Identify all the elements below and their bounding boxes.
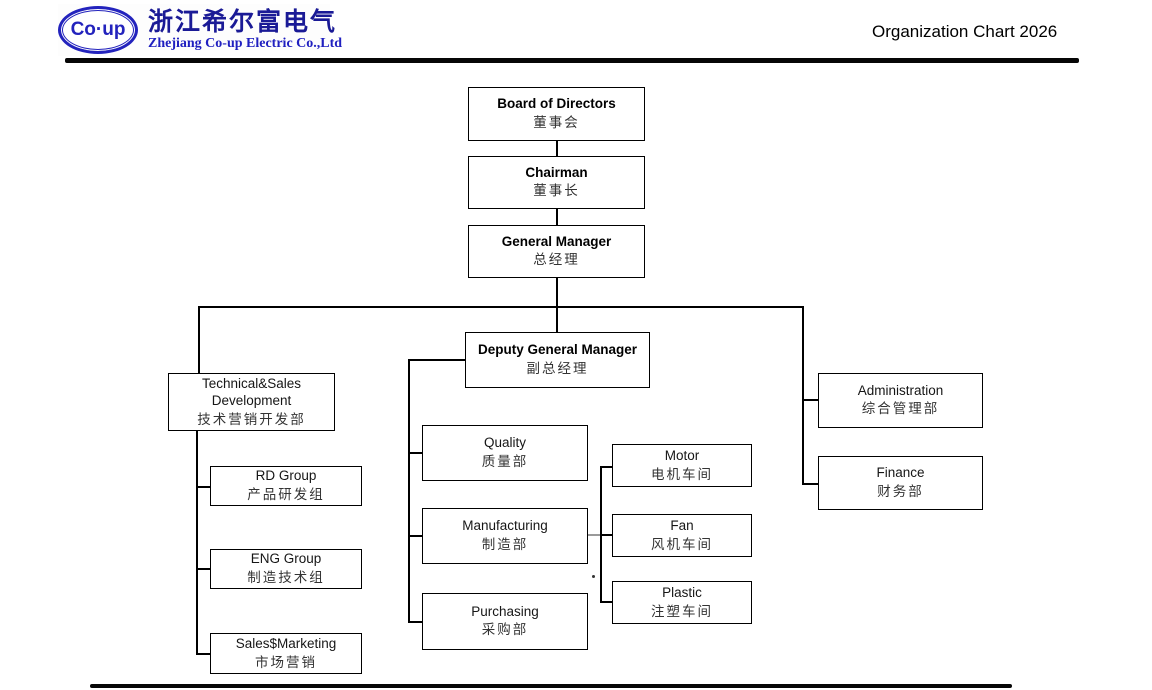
connector-main-spine — [198, 306, 804, 308]
connector-stub-motor — [600, 466, 612, 468]
node-label-cn: 综合管理部 — [861, 401, 940, 417]
node-label-en: Finance — [876, 465, 925, 481]
node-label-en: Purchasing — [471, 603, 539, 619]
org-node-quality: Quality 质量部 — [422, 425, 588, 481]
company-logo: Co·up 浙江希尔富电气 Zhejiang Co-up Electric Co… — [58, 4, 342, 56]
header-divider — [65, 58, 1079, 63]
connector-board-chairman — [556, 141, 558, 156]
org-node-deputy-general-manager: Deputy General Manager 副总经理 — [465, 332, 650, 388]
page-title: Organization Chart 2026 — [872, 22, 1058, 41]
node-label-cn: 质量部 — [481, 453, 529, 469]
org-node-technical-sales-development: Technical&Sales Development 技术营销开发部 — [168, 373, 335, 431]
node-label-en: Board of Directors — [497, 96, 616, 112]
node-label-cn: 采购部 — [481, 622, 529, 638]
node-label-cn: 市场营销 — [255, 654, 317, 670]
org-node-fan: Fan 风机车间 — [612, 514, 752, 557]
org-node-chairman: Chairman 董事长 — [468, 156, 645, 209]
org-node-board-of-directors: Board of Directors 董事会 — [468, 87, 645, 141]
org-node-sales-marketing: Sales$Marketing 市场营销 — [210, 633, 362, 674]
connector-stub-eng-group — [196, 568, 210, 570]
node-label-en: ENG Group — [250, 551, 322, 567]
node-label-cn: 总经理 — [533, 252, 580, 268]
org-node-motor: Motor 电机车间 — [612, 444, 752, 487]
connector-stub-manufacturing — [408, 535, 422, 537]
node-label-cn: 财务部 — [877, 483, 924, 499]
node-label-cn: 技术营销开发部 — [197, 411, 306, 427]
node-label-cn: 电机车间 — [651, 466, 713, 482]
connector-stub-purchasing — [408, 621, 422, 623]
connector-stub-fan — [600, 534, 612, 536]
org-node-eng-group: ENG Group 制造技术组 — [210, 549, 362, 589]
logo-text: 浙江希尔富电气 Zhejiang Co-up Electric Co.,Ltd — [148, 7, 343, 52]
node-label-cn: 注塑车间 — [651, 603, 713, 619]
node-label-en: Administration — [857, 382, 944, 398]
connector-deputy-left — [408, 359, 465, 361]
node-label-en: Chairman — [525, 164, 588, 180]
org-node-finance: Finance 财务部 — [818, 456, 983, 510]
connector-techsales-branch — [196, 431, 198, 654]
node-label-cn: 制造技术组 — [247, 570, 325, 585]
footer-divider — [90, 684, 1012, 688]
node-label-en: Technical&Sales Development — [201, 375, 302, 409]
node-label-cn: 风机车间 — [651, 536, 713, 552]
coup-logo-icon: Co·up — [58, 6, 138, 54]
company-name-english: Zhejiang Co-up Electric Co.,Ltd — [148, 35, 343, 51]
node-label-en: RD Group — [255, 468, 317, 484]
node-label-en: Deputy General Manager — [477, 342, 638, 358]
node-label-en: Fan — [670, 517, 694, 533]
node-label-en: Quality — [483, 435, 527, 451]
connector-gm-spine — [556, 278, 558, 307]
node-label-cn: 董事长 — [533, 183, 580, 199]
connector-spine-right-branch — [802, 306, 804, 484]
connector-stub-quality — [408, 452, 422, 454]
node-label-en: Motor — [664, 447, 700, 463]
node-label-en: General Manager — [501, 233, 612, 249]
node-label-cn: 产品研发组 — [247, 487, 325, 502]
node-label-en: Plastic — [662, 584, 702, 600]
logo-mark-text: Co·up — [70, 19, 126, 40]
connector-spine-deputy — [556, 306, 558, 333]
node-label-en: Sales$Marketing — [235, 635, 337, 651]
connector-stub-rd-group — [196, 486, 210, 488]
connector-stub-plastic — [600, 601, 612, 603]
connector-stub-administration — [802, 399, 818, 401]
node-label-en: Manufacturing — [462, 518, 548, 534]
node-label-cn: 副总经理 — [526, 360, 589, 376]
node-label-cn: 董事会 — [533, 114, 580, 130]
connector-manufacturing-workshops — [588, 534, 601, 536]
org-node-administration: Administration 综合管理部 — [818, 373, 983, 428]
connector-spine-techsales — [198, 306, 200, 373]
org-node-general-manager: General Manager 总经理 — [468, 225, 645, 278]
org-node-manufacturing: Manufacturing 制造部 — [422, 508, 588, 564]
org-node-purchasing: Purchasing 采购部 — [422, 593, 588, 650]
connector-chairman-gm — [556, 209, 558, 225]
stray-dot — [592, 575, 595, 578]
connector-stub-finance — [802, 483, 818, 485]
org-node-rd-group: RD Group 产品研发组 — [210, 466, 362, 506]
connector-stub-sales-marketing — [196, 653, 210, 655]
node-label-cn: 制造部 — [481, 536, 529, 552]
org-node-plastic: Plastic 注塑车间 — [612, 581, 752, 624]
company-name-chinese: 浙江希尔富电气 — [148, 7, 338, 36]
connector-deputy-branch — [408, 359, 410, 622]
